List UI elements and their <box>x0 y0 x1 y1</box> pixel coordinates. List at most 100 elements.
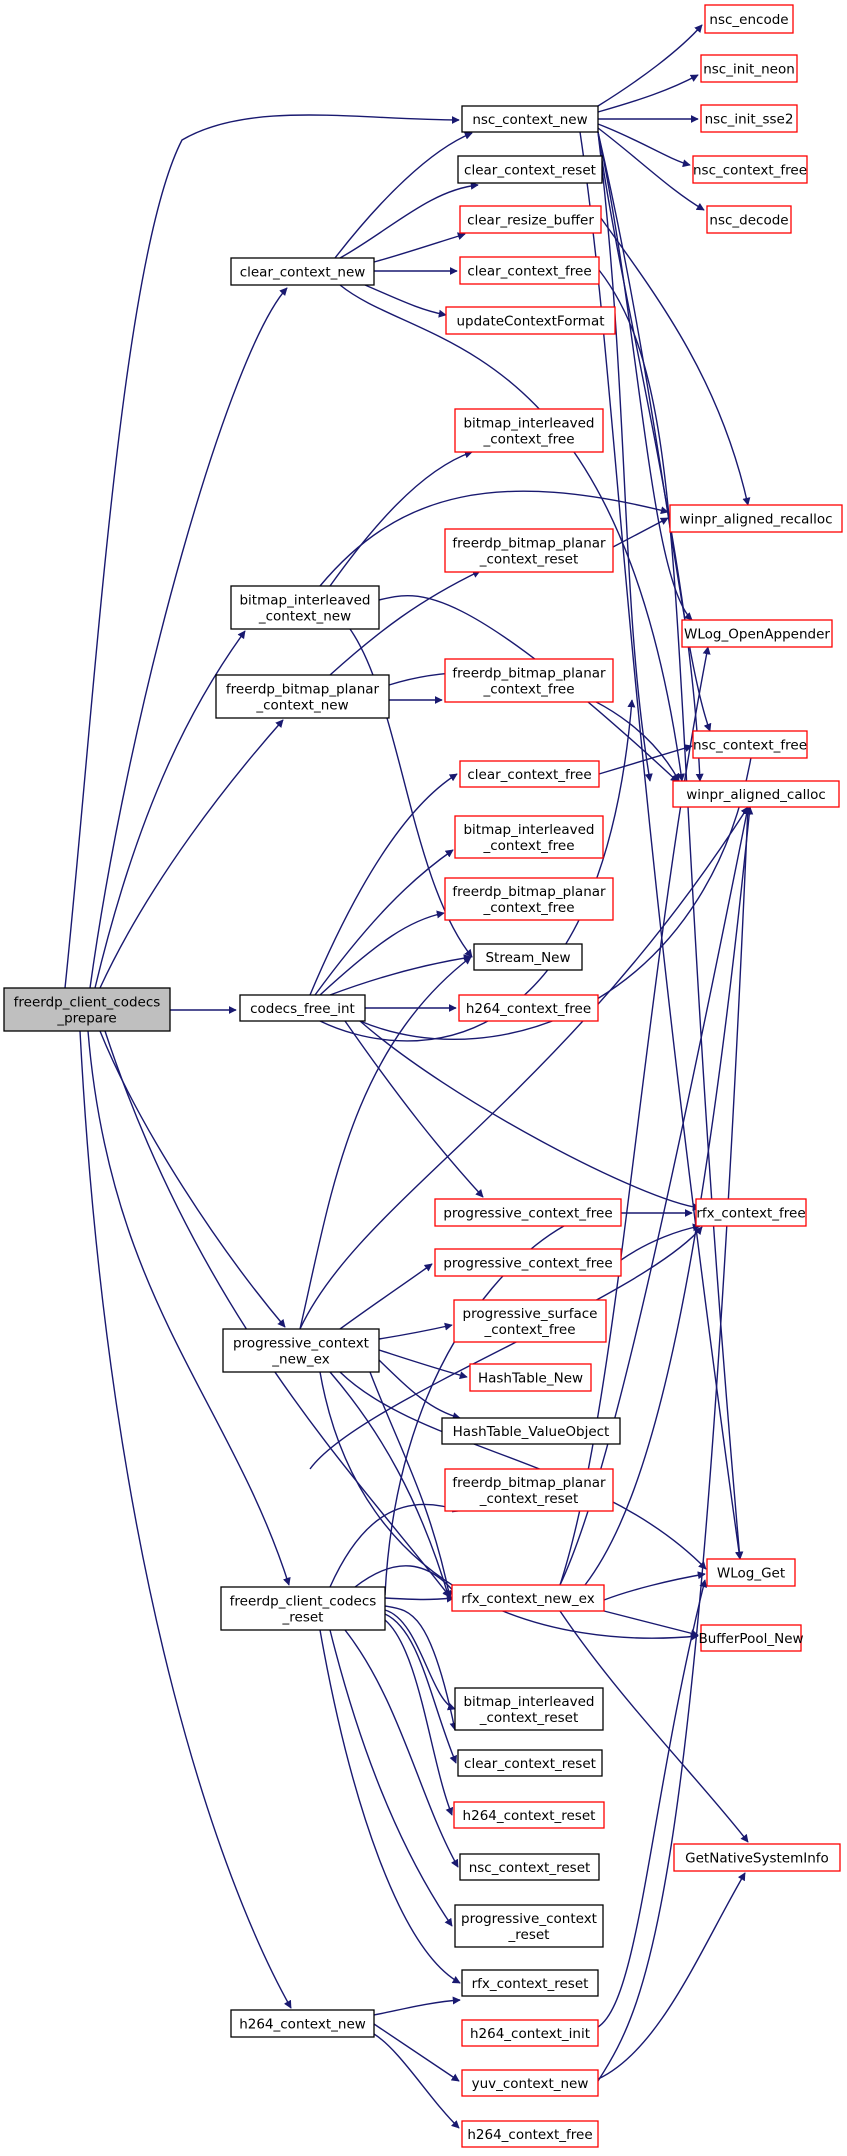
node-clear-context-free-1[interactable]: clear_context_free <box>459 256 600 285</box>
call-edge <box>378 594 679 783</box>
node-bitmap-interleaved-context-free-1[interactable]: bitmap_interleaved_context_free <box>454 408 604 453</box>
node-clear-context-new[interactable]: clear_context_new <box>230 257 375 286</box>
node-clear-resize-buffer[interactable]: clear_resize_buffer <box>459 205 602 234</box>
node-freerdp-bitmap-planar-context-reset-2[interactable]: freerdp_bitmap_planar_context_reset <box>444 1468 614 1512</box>
node-label: nsc_decode <box>709 213 788 229</box>
node-progressive-context-new-ex[interactable]: progressive_context_new_ex <box>222 1328 380 1373</box>
node-freerdp-client-codecs-reset[interactable]: freerdp_client_codecs_reset <box>220 1586 386 1631</box>
node-rfx-context-new-ex[interactable]: rfx_context_new_ex <box>451 1584 605 1612</box>
node-freerdp-bitmap-planar-context-free-1[interactable]: freerdp_bitmap_planar_context_free <box>444 658 614 703</box>
node-rfx-context-free[interactable]: rfx_context_free <box>695 1198 807 1227</box>
node-label: updateContextFormat <box>456 314 604 330</box>
node-label: clear_context_reset <box>464 163 596 179</box>
node-winpr-aligned-recalloc[interactable]: winpr_aligned_recalloc <box>669 504 843 533</box>
call-edge <box>344 1020 484 1198</box>
node-label: _new_ex <box>271 1352 329 1368</box>
node-label: BufferPool_New <box>698 1631 803 1647</box>
call-edge <box>597 806 752 2082</box>
node-freerdp-bitmap-planar-context-free-2[interactable]: freerdp_bitmap_planar_context_free <box>444 877 614 921</box>
node-progressive-context-reset[interactable]: progressive_context_reset <box>454 1904 604 1948</box>
node-nsc-init-neon[interactable]: nsc_init_neon <box>700 54 798 83</box>
node-label: freerdp_client_codecs <box>14 995 161 1011</box>
node-Stream-New[interactable]: Stream_New <box>473 943 583 971</box>
node-box <box>700 1624 802 1652</box>
edge-layer <box>64 24 759 2129</box>
node-label: _context_reset <box>479 552 579 568</box>
node-bitmap-interleaved-context-new[interactable]: bitmap_interleaved_context_new <box>230 585 380 630</box>
node-label: winpr_aligned_calloc <box>686 787 826 803</box>
node-freerdp-bitmap-planar-context-reset-1[interactable]: freerdp_bitmap_planar_context_reset <box>444 528 614 573</box>
node-box <box>230 585 380 630</box>
node-HashTable-ValueObject[interactable]: HashTable_ValueObject <box>441 1417 621 1445</box>
node-label: _context_new <box>258 609 351 625</box>
node-nsc-context-free-a[interactable]: nsc_context_free <box>692 155 808 184</box>
node-clear-context-reset-2[interactable]: clear_context_reset <box>457 1749 603 1777</box>
node-nsc-context-free-b[interactable]: nsc_context_free <box>692 730 808 759</box>
call-edge <box>309 1226 703 1470</box>
node-HashTable-New[interactable]: HashTable_New <box>469 1363 592 1392</box>
node-label: HashTable_ValueObject <box>453 1424 610 1440</box>
node-nsc-init-sse2[interactable]: nsc_init_sse2 <box>700 104 798 133</box>
call-edge <box>597 131 704 782</box>
node-box <box>669 504 843 533</box>
node-nsc-context-reset[interactable]: nsc_context_reset <box>459 1853 600 1881</box>
node-progressive-surface-context-free[interactable]: progressive_surface_context_free <box>453 1299 607 1343</box>
node-label: clear_context_free <box>467 767 591 783</box>
node-nsc-decode[interactable]: nsc_decode <box>706 205 792 234</box>
node-bitmap-interleaved-context-reset[interactable]: bitmap_interleaved_context_reset <box>454 1687 604 1731</box>
node-label: nsc_context_free <box>693 163 807 179</box>
node-freerdp-bitmap-planar-context-new[interactable]: freerdp_bitmap_planar_context_new <box>215 674 390 719</box>
node-h264-context-free-1[interactable]: h264_context_free <box>458 994 599 1022</box>
node-root[interactable]: freerdp_client_codecs_prepare <box>3 987 171 1032</box>
call-edge <box>620 1223 701 1261</box>
node-box <box>457 1749 603 1777</box>
node-winpr-aligned-calloc[interactable]: winpr_aligned_calloc <box>672 780 840 808</box>
node-label: freerdp_bitmap_planar <box>452 536 606 552</box>
node-label: _context_free <box>483 432 575 448</box>
node-clear-context-free-2[interactable]: clear_context_free <box>459 760 600 788</box>
node-box <box>444 658 614 703</box>
call-edge <box>359 1020 701 1212</box>
call-edge <box>559 806 751 1586</box>
node-box <box>434 1198 622 1227</box>
node-label: nsc_init_neon <box>703 62 795 78</box>
call-edge <box>384 1605 458 1731</box>
node-progressive-context-free-1[interactable]: progressive_context_free <box>434 1198 622 1227</box>
call-edge <box>373 1996 461 2016</box>
call-edge <box>384 1613 457 1764</box>
node-rfx-context-reset[interactable]: rfx_context_reset <box>461 1969 599 1997</box>
node-box <box>454 815 604 859</box>
call-edge <box>597 131 712 732</box>
node-nsc-context-new[interactable]: nsc_context_new <box>461 105 599 133</box>
node-WLog-OpenAppender[interactable]: WLog_OpenAppender <box>681 619 833 648</box>
node-box <box>461 2069 599 2097</box>
node-nsc-encode[interactable]: nsc_encode <box>704 4 794 34</box>
call-edge <box>329 954 472 996</box>
call-edge <box>597 123 691 168</box>
node-box <box>459 256 600 285</box>
node-clear-context-reset[interactable]: clear_context_reset <box>457 155 603 184</box>
node-label: bitmap_interleaved <box>463 416 594 432</box>
node-bitmap-interleaved-context-free-2[interactable]: bitmap_interleaved_context_free <box>454 815 604 859</box>
call-edge <box>349 628 473 958</box>
node-h264-context-free-2[interactable]: h264_context_free <box>461 2120 599 2148</box>
node-h264-context-new[interactable]: h264_context_new <box>230 2009 375 2038</box>
node-WLog-Get[interactable]: WLog_Get <box>706 1558 796 1587</box>
node-h264-context-init[interactable]: h264_context_init <box>461 2019 599 2047</box>
node-updateContextFormat[interactable]: updateContextFormat <box>445 306 616 335</box>
node-label: bitmap_interleaved <box>463 1694 594 1710</box>
node-progressive-context-free-2[interactable]: progressive_context_free <box>434 1248 622 1277</box>
node-box <box>230 2009 375 2038</box>
node-codecs-free-int[interactable]: codecs_free_int <box>239 994 366 1022</box>
node-box <box>695 1198 807 1227</box>
node-BufferPool-New[interactable]: BufferPool_New <box>698 1624 804 1652</box>
node-box <box>459 1853 600 1881</box>
node-GetNativeSystemInfo[interactable]: GetNativeSystemInfo <box>673 1843 841 1872</box>
call-edge <box>64 114 460 989</box>
node-label: WLog_OpenAppender <box>684 627 830 643</box>
node-h264-context-reset[interactable]: h264_context_reset <box>453 1801 605 1829</box>
call-edge <box>597 24 703 107</box>
node-label: h264_context_free <box>466 1001 591 1017</box>
node-box <box>434 1248 622 1277</box>
node-yuv-context-new[interactable]: yuv_context_new <box>461 2069 599 2097</box>
